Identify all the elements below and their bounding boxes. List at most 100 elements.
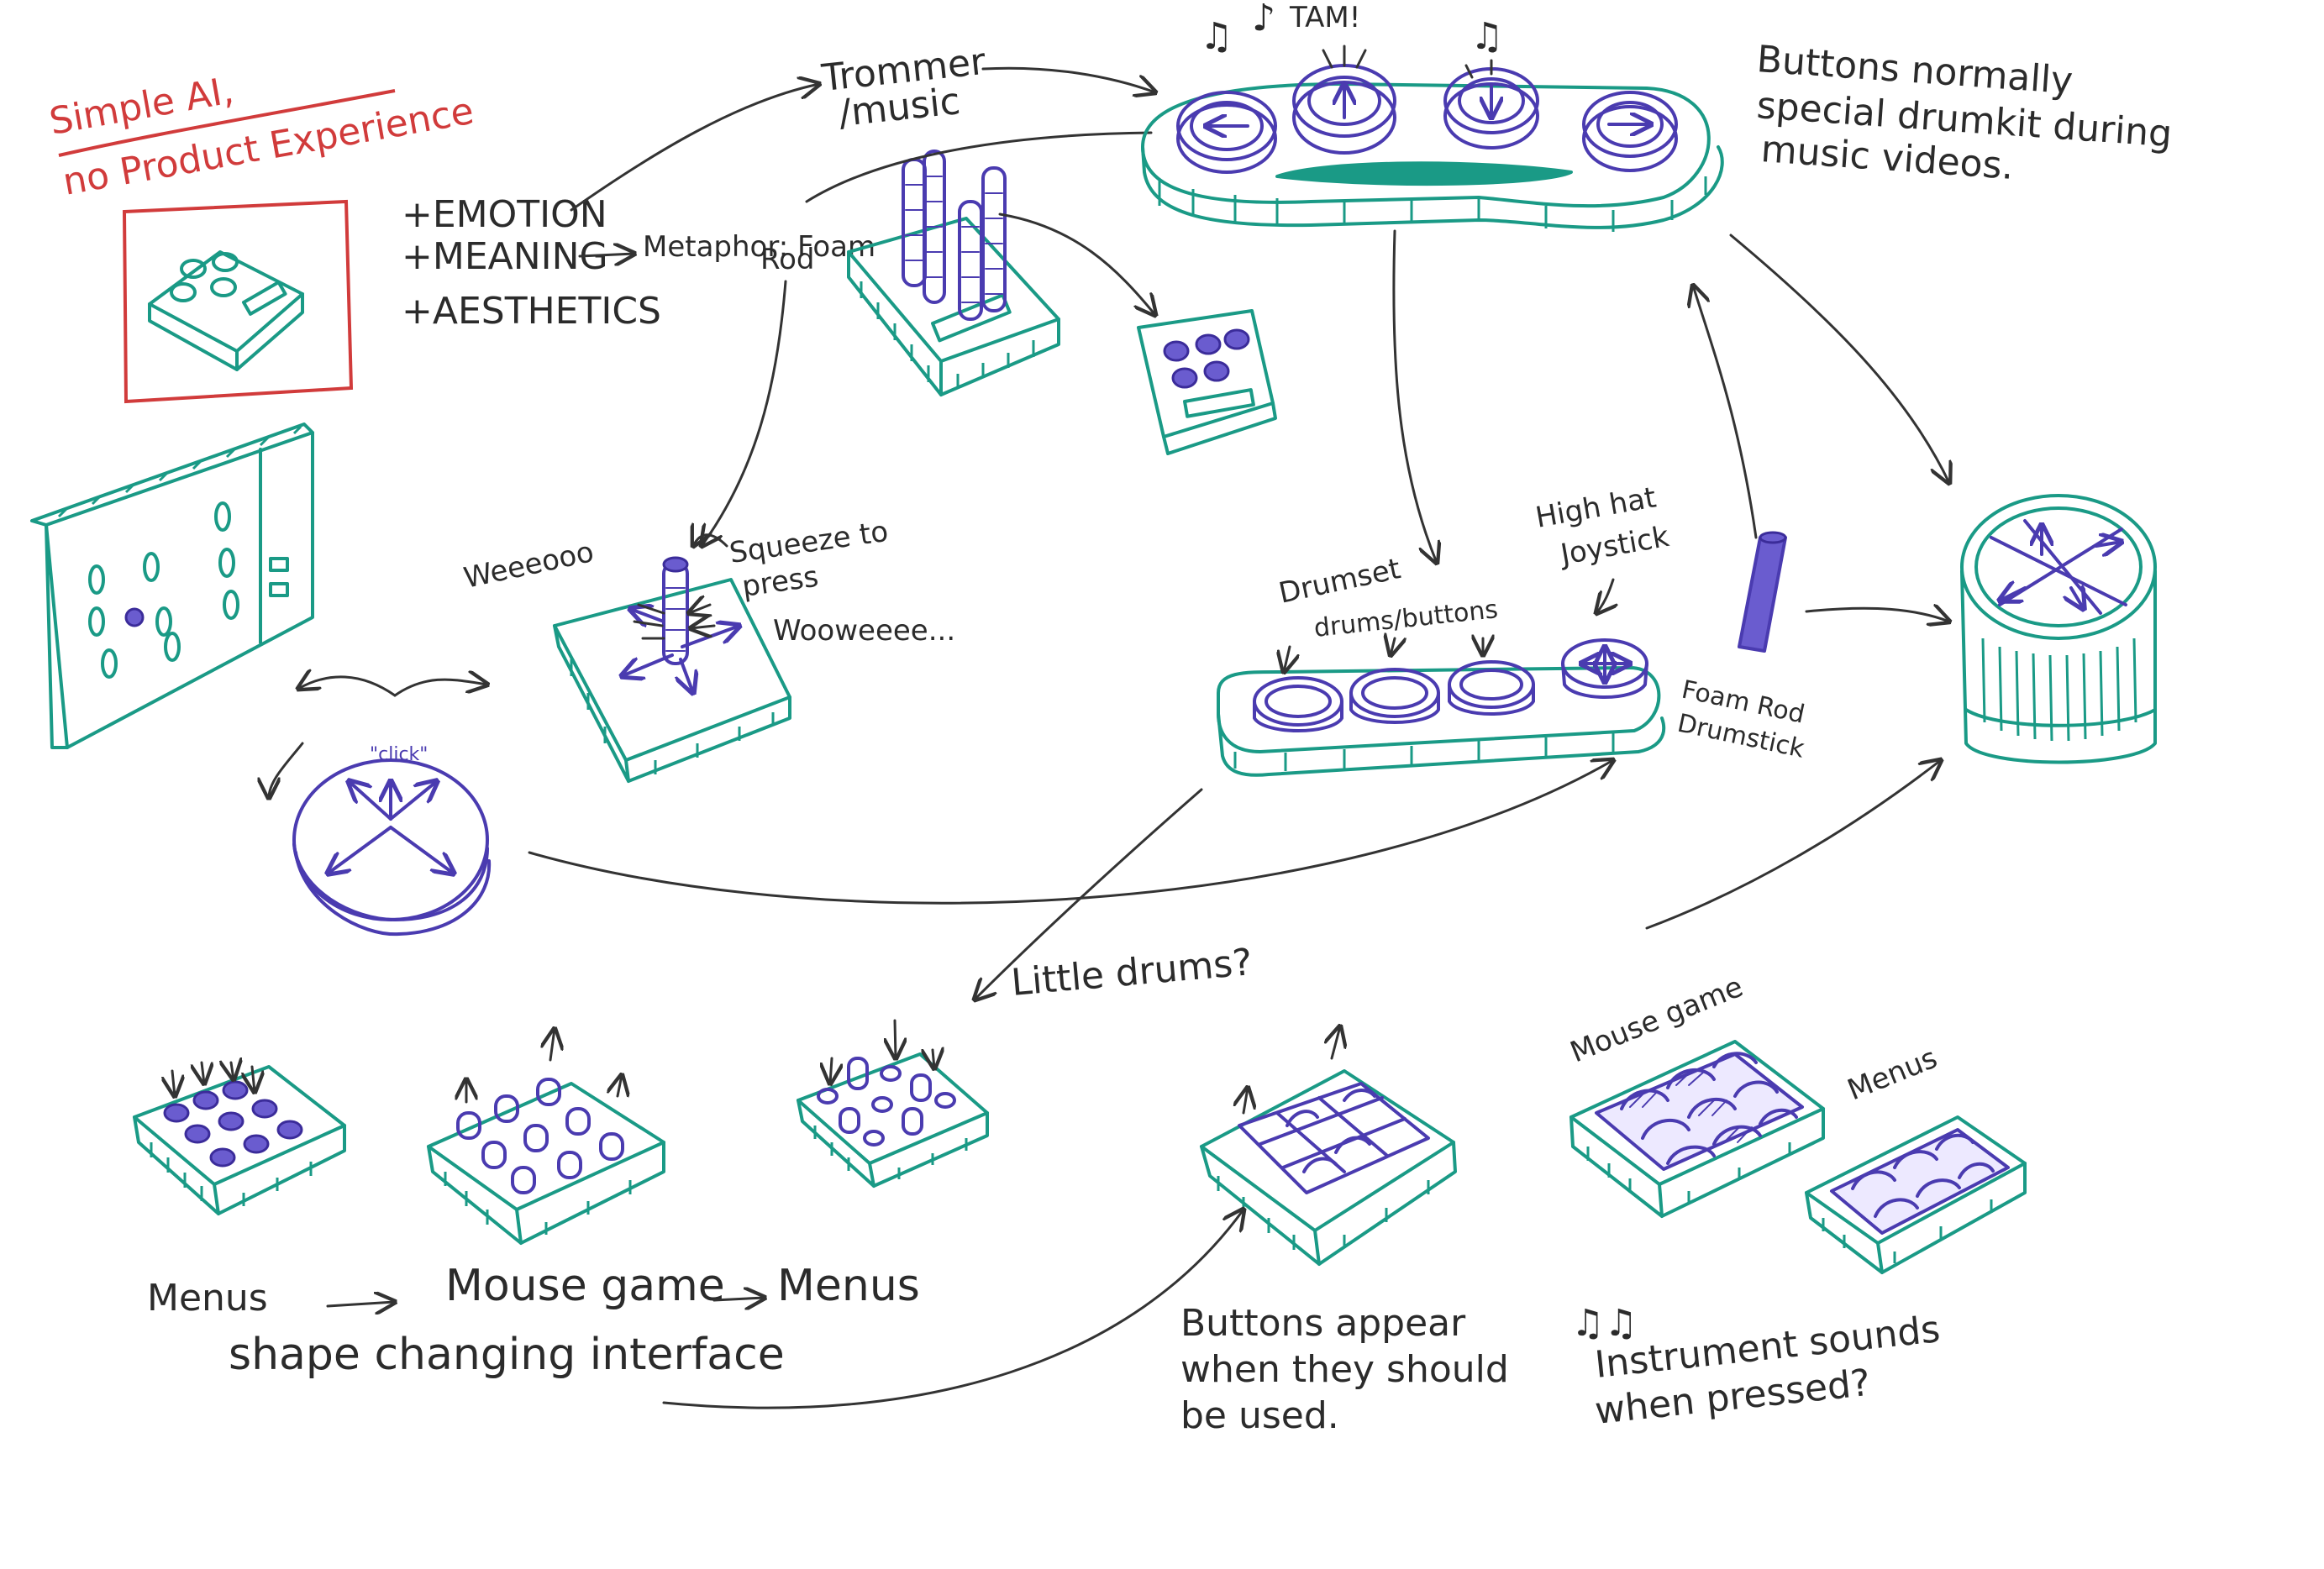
metaphor-label-2: Rod xyxy=(760,243,814,276)
screen-display xyxy=(30,422,314,749)
board-mouse-game-buttons xyxy=(456,1078,624,1194)
metaphor-label: Metaphor: Foam xyxy=(643,230,875,264)
arrow-top-cylinder xyxy=(1729,234,1949,483)
joystick-board-hatch xyxy=(570,659,775,774)
arrow-drumstick-cylinder xyxy=(1805,608,1949,622)
board-menus-down-arrows xyxy=(172,1063,255,1096)
top-device-hatch xyxy=(1158,176,1707,232)
board-menus-buttons xyxy=(163,1080,303,1168)
keypad-buttons xyxy=(1163,328,1250,389)
music-note-icon: ♫ xyxy=(1200,15,1233,58)
board-menus-2-domes xyxy=(1830,1128,2010,1235)
small-keypad-device xyxy=(1137,309,1277,455)
arrow-top-drumset xyxy=(1392,229,1437,563)
screen-targets xyxy=(88,501,239,679)
board-little-drums-buttons xyxy=(817,1057,956,1147)
drumset-board xyxy=(1217,638,1666,777)
board-little-drums-hatch xyxy=(813,1126,968,1179)
quality-aesthetics: +AESTHETICS xyxy=(402,290,661,333)
arrow-drumset-littledrums xyxy=(975,788,1203,1000)
pad-down xyxy=(1443,67,1539,150)
arrow-puck-down xyxy=(269,742,304,798)
top-drum-pads xyxy=(1176,64,1678,174)
buttons-appear-note: Buttons appear when they should be used. xyxy=(1180,1302,1509,1437)
little-drums-label: Little drums? xyxy=(1010,941,1254,1005)
arrow-puck-left xyxy=(298,677,397,697)
foam-rod-tubes-device xyxy=(847,150,1060,396)
board-little-drums xyxy=(797,1019,989,1188)
top-drum-device xyxy=(1141,45,1724,232)
board-buttons-appear-grid xyxy=(1238,1082,1430,1194)
top-impact-lines xyxy=(1322,45,1493,79)
pad-right xyxy=(1582,91,1678,172)
joystick-stick xyxy=(622,556,739,693)
board-mouse-game xyxy=(427,1029,665,1245)
buttons-appear-line1: Buttons appear xyxy=(1180,1302,1466,1345)
arrow-bottom-cylinder xyxy=(1645,760,1941,930)
menus-2-label: Menus xyxy=(777,1261,920,1311)
buttons-appear-line3: be used. xyxy=(1180,1394,1339,1437)
highhat-joystick xyxy=(1561,638,1648,699)
arrow-drum-1 xyxy=(1284,645,1290,672)
drumset-hatch xyxy=(1233,732,1615,771)
top-device-note: Buttons normally special drumkit during … xyxy=(1755,38,2174,188)
board-menus-2-hatch xyxy=(1822,1199,1993,1263)
arrow-menus-mousegame xyxy=(326,1302,395,1306)
arrow-meaning-metaphor xyxy=(578,254,634,256)
arrow-metaphor-device xyxy=(805,131,1153,203)
board-little-drums-arrows xyxy=(830,1019,934,1084)
instrument-note: ♫♫ Instrument sounds when pressed? xyxy=(1571,1302,1942,1433)
mouse-game-2-label: Mouse game xyxy=(1565,970,1748,1070)
arrow-highhat xyxy=(1596,578,1613,613)
board-mouse-game-2 xyxy=(1569,1040,1825,1218)
thumbnail-device xyxy=(148,250,304,371)
arrow-shape-buttons xyxy=(662,1210,1243,1409)
pad-up xyxy=(1292,64,1396,155)
shape-changing-label: shape changing interface xyxy=(229,1330,785,1380)
thumbnail-frame xyxy=(122,199,354,404)
board-buttons-appear xyxy=(1200,1026,1457,1266)
board-menus-hatch xyxy=(150,1142,313,1206)
tam-label: TAM! xyxy=(1289,1,1360,34)
cylinder-top-arrows xyxy=(1990,519,2127,613)
menus-3-label: Menus xyxy=(1843,1042,1942,1108)
arrow-emotion-trommer xyxy=(570,84,819,212)
cylinder-hatch xyxy=(1981,638,2137,742)
header-underline xyxy=(58,89,396,157)
board-buttons-appear-up-arrows xyxy=(1243,1026,1340,1115)
buttons-appear-line2: when they should xyxy=(1180,1348,1509,1391)
pad-left xyxy=(1176,91,1277,174)
music-note-icon-3: ♫ xyxy=(1470,15,1503,58)
header-note-line1: Simple AI, xyxy=(46,69,237,144)
drumset-label: Drumset xyxy=(1276,552,1404,611)
foam-rod-tubes xyxy=(902,150,1007,321)
board-mouse-game-2-hatch xyxy=(1586,1142,1791,1203)
board-mouse-game-2-domes xyxy=(1595,1052,1804,1171)
quality-meaning: +MEANING xyxy=(402,235,608,278)
drums-buttons-label: drums/buttons xyxy=(1312,595,1499,643)
arrow-puck-right xyxy=(393,680,487,697)
arrow-puck-drumset xyxy=(528,760,1613,905)
tubes-base-hatch xyxy=(860,281,1035,388)
arrow-squeeze xyxy=(693,535,728,546)
quality-emotion: +EMOTION xyxy=(402,193,607,236)
music-note-icon-4: ♫♫ xyxy=(1571,1302,1638,1345)
arrow-tubes-keypad xyxy=(998,213,1155,315)
arrow-trommer-device xyxy=(981,66,1155,92)
drumset-pads xyxy=(1253,660,1535,732)
weeooo-label: Weeeooo xyxy=(461,535,597,596)
screen-frame-hatch xyxy=(57,425,302,518)
click-puck: "click" xyxy=(292,744,492,937)
mouse-game-label: Mouse game xyxy=(445,1261,725,1311)
arrow-mousegame-menus xyxy=(712,1298,765,1300)
cylinder-drum xyxy=(1960,494,2157,764)
arrow-drumset-top xyxy=(1693,286,1758,539)
header-note: Simple AI, no Product Experience xyxy=(46,69,477,204)
board-mouse-game-up-arrows xyxy=(466,1029,622,1104)
wooo-label: Wooweeee... xyxy=(773,614,955,648)
music-note-icon-2: ♪ xyxy=(1252,0,1275,39)
board-menus-2 xyxy=(1805,1115,2027,1274)
puck-arrows xyxy=(328,781,454,874)
foam-rod-drumstick xyxy=(1738,531,1787,653)
